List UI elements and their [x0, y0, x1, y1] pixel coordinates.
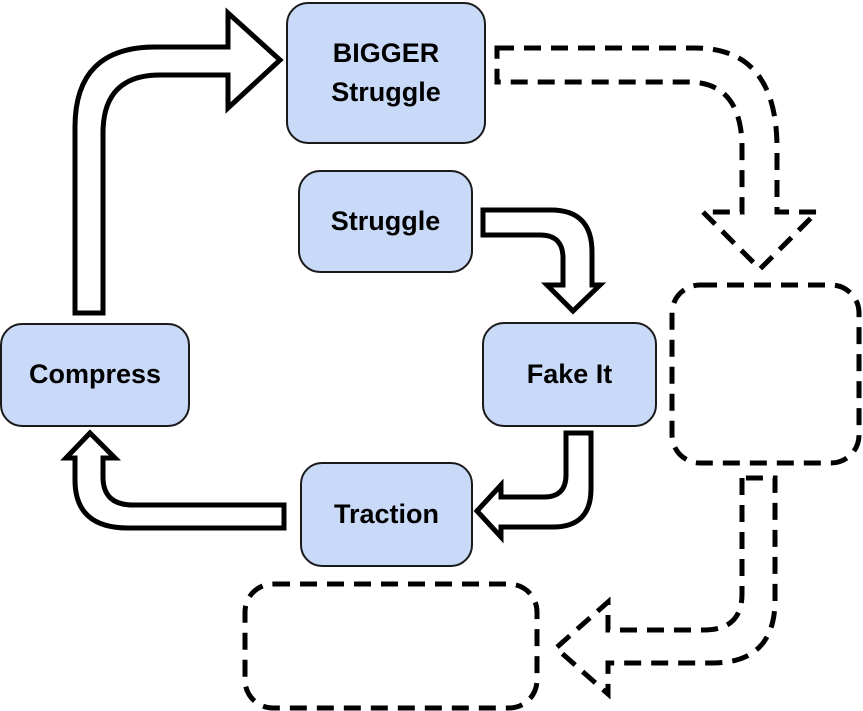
- node-traction-label: Traction: [333, 498, 440, 529]
- node-bigger-struggle: BIGGER Struggle: [286, 2, 486, 144]
- node-struggle-label: Struggle: [330, 205, 441, 236]
- dashed-arrow-bigger-struggle-to-placeholder-right: [494, 45, 824, 273]
- node-compress: Compress: [0, 323, 190, 427]
- placeholder-box-bottom: [242, 581, 540, 711]
- node-compress-label: Compress: [28, 359, 162, 390]
- arrow-struggle-to-fake-it: [480, 207, 607, 315]
- arrow-traction-to-compress: [60, 429, 287, 531]
- arrow-compress-to-bigger-struggle: [72, 7, 284, 316]
- node-fake-it: Fake It: [482, 322, 657, 427]
- placeholder-box-right: [669, 282, 862, 466]
- node-bigger-struggle-label: BIGGER Struggle: [331, 37, 441, 107]
- node-traction: Traction: [300, 462, 473, 567]
- arrow-fake-it-to-traction: [473, 430, 594, 544]
- node-struggle: Struggle: [298, 170, 473, 273]
- node-fake-it-label: Fake It: [526, 358, 613, 389]
- dashed-arrow-placeholder-right-to-placeholder-bottom: [552, 475, 778, 700]
